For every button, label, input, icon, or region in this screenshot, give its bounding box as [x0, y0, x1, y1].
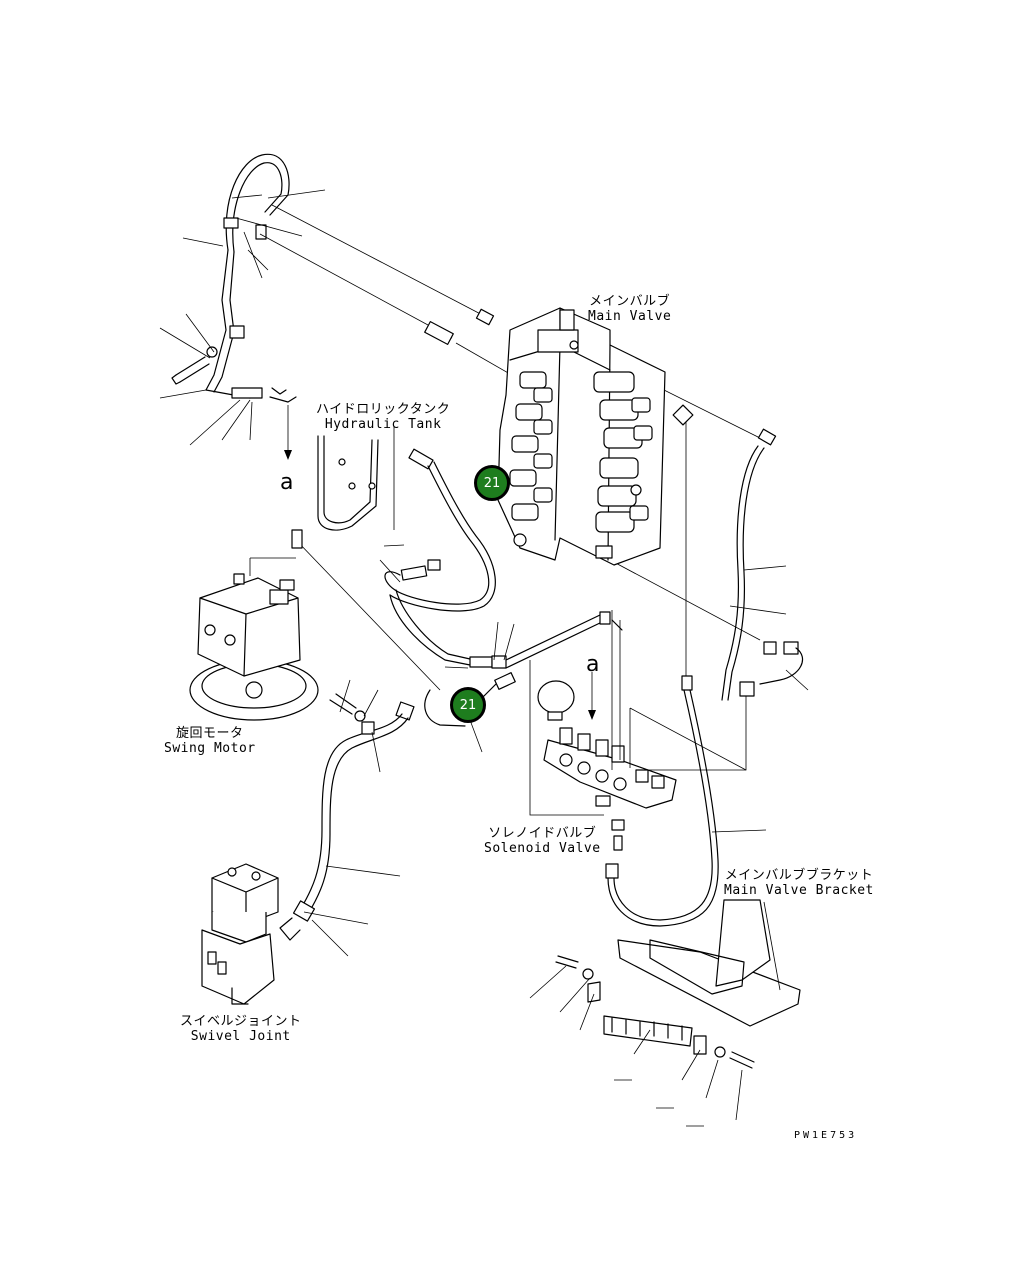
main-valve-label: メインバルブ Main Valve	[588, 294, 671, 324]
solenoid-valve-label: ソレノイドバルブ Solenoid Valve	[484, 826, 601, 856]
swing-motor-label-en: Swing Motor	[164, 741, 256, 756]
hydraulic-tank-label-jp: ハイドロリックタンク	[316, 402, 451, 417]
swivel-hose	[279, 701, 415, 957]
central-hoses	[379, 448, 623, 727]
main-valve	[497, 307, 666, 566]
main-valve-bracket-label: メインバルブブラケット Main Valve Bracket	[724, 868, 874, 898]
solenoid-valve-label-en: Solenoid Valve	[484, 841, 601, 856]
solenoid-valve-label-jp: ソレノイドバルブ	[488, 826, 597, 841]
swing-motor-label-jp: 旋回モータ	[176, 726, 244, 741]
view-marker-a-upper: a	[280, 470, 294, 495]
upper-hose-assembly	[159, 153, 326, 460]
part-callout-21-upper[interactable]: 21	[474, 465, 510, 501]
view-marker-a-lower: a	[586, 652, 600, 677]
drawing-code: PW1E753	[794, 1130, 858, 1141]
swivel-joint-label-jp: スイベルジョイント	[180, 1014, 302, 1029]
valve-sections	[509, 340, 653, 559]
swivel-joint-label: スイベルジョイント Swivel Joint	[180, 1014, 302, 1044]
swivel-joint-label-en: Swivel Joint	[190, 1029, 291, 1044]
main-valve-label-en: Main Valve	[588, 309, 672, 324]
solenoid-valve	[529, 610, 747, 816]
swing-motor-label: 旋回モータ Swing Motor	[164, 726, 256, 756]
main-valve-bracket	[529, 899, 801, 1127]
part-callout-21-lower[interactable]: 21	[450, 687, 486, 723]
callout-leaders	[469, 719, 483, 753]
hydraulic-tank	[317, 426, 395, 531]
right-hoses	[605, 404, 809, 927]
hydraulic-tank-label-en: Hydraulic Tank	[324, 417, 442, 432]
hydraulic-tank-label: ハイドロリックタンク Hydraulic Tank	[316, 402, 450, 432]
main-valve-bracket-label-en: Main Valve Bracket	[724, 883, 874, 898]
main-valve-label-jp: メインバルブ	[589, 294, 671, 309]
main-valve-bracket-label-jp: メインバルブブラケット	[724, 868, 874, 883]
swing-motor	[189, 529, 379, 722]
swivel-joint	[201, 863, 279, 1005]
